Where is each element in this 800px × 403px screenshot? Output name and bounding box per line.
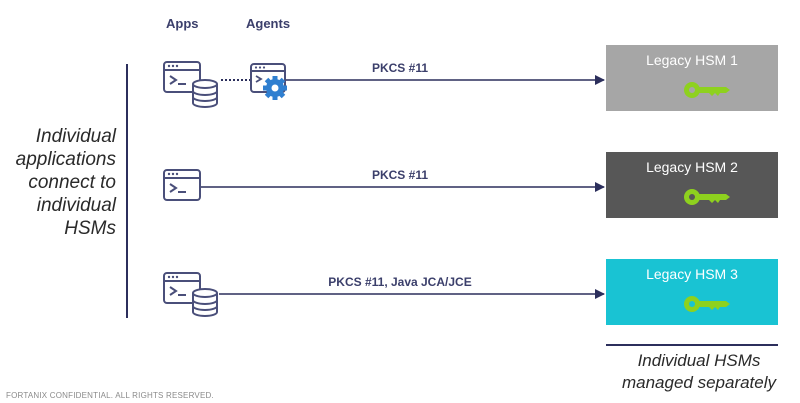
hsm-box-1[interactable]: Legacy HSM 1 <box>606 45 778 111</box>
left-caption-line: applications <box>15 149 116 170</box>
confidential-footer: FORTANIX CONFIDENTIAL. ALL RIGHTS RESERV… <box>6 391 214 400</box>
hsm-box-3[interactable]: Legacy HSM 3 <box>606 259 778 325</box>
left-caption-line: HSMs <box>64 218 116 239</box>
left-caption-line: Individual <box>35 126 116 147</box>
hsm-label: Legacy HSM 3 <box>646 266 738 282</box>
key-icon <box>684 189 730 205</box>
protocol-label-2: PKCS #11 <box>371 168 429 182</box>
key-icon <box>684 82 730 98</box>
left-caption-line: connect to <box>28 172 116 193</box>
app-terminal-icon <box>163 169 201 201</box>
key-icon <box>684 296 730 312</box>
hsm-label: Legacy HSM 2 <box>646 159 738 175</box>
agents-header: Agents <box>246 16 291 31</box>
left-divider <box>126 64 128 318</box>
hsm-divider <box>606 344 778 346</box>
right-caption-line: managed separately <box>621 373 777 392</box>
hsm-box-2[interactable]: Legacy HSM 2 <box>606 152 778 218</box>
database-icon <box>192 288 218 317</box>
left-caption-line: individual <box>36 195 116 216</box>
agent-gear-icon <box>250 63 287 100</box>
app-terminal-icon <box>163 61 201 93</box>
right-caption: Individual HSMs managed separately <box>600 350 798 394</box>
hsm-label: Legacy HSM 1 <box>646 52 738 68</box>
apps-header: Apps <box>166 16 199 31</box>
right-caption-line: Individual HSMs <box>637 351 761 370</box>
left-caption: Individual applications connect to indiv… <box>0 125 116 240</box>
protocol-label-3: PKCS #11, Java JCA/JCE <box>328 275 472 289</box>
protocol-label-1: PKCS #11 <box>371 61 429 75</box>
database-icon <box>192 79 218 108</box>
app-terminal-icon <box>163 272 201 304</box>
